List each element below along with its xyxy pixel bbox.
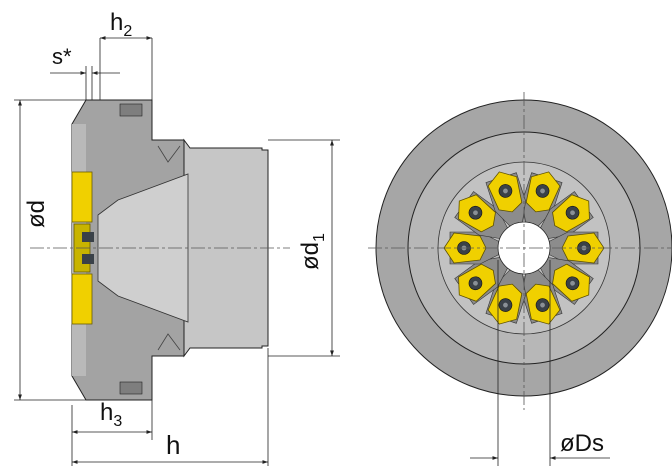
key-slot-top	[119, 103, 143, 117]
side-view	[30, 99, 290, 401]
neck-detail-bottom	[157, 333, 181, 351]
screw-head-icon	[570, 210, 575, 216]
clamp-screw-icon	[82, 254, 94, 264]
label-h2: h2	[110, 9, 132, 40]
label-Ds: øDs	[560, 430, 604, 457]
label-h3: h3	[100, 399, 122, 430]
screw-head-icon	[570, 280, 575, 286]
insert-icon	[71, 273, 93, 325]
insert-assembly	[454, 191, 509, 240]
label-s-star: s*	[52, 44, 72, 69]
screw-head-icon	[473, 210, 478, 216]
insert-icon	[71, 171, 93, 223]
insert-assembly	[454, 256, 509, 305]
inner-taper	[97, 173, 189, 323]
insert-assembly	[539, 256, 594, 305]
screw-head-icon	[503, 302, 508, 308]
screw-head-icon	[540, 302, 545, 308]
label-d1: ød1	[297, 233, 328, 270]
screw-head-icon	[503, 188, 508, 194]
screw-head-icon	[540, 188, 545, 194]
clamp-screw-icon	[82, 232, 94, 242]
neck-detail-top	[157, 145, 181, 163]
side-inserts	[71, 171, 94, 325]
label-d: ød	[23, 200, 50, 228]
insert-assembly	[485, 268, 526, 325]
front-view	[368, 92, 672, 410]
front-dimensions	[470, 260, 610, 466]
insert-assembly	[522, 268, 563, 325]
key-slot-bottom	[119, 381, 143, 395]
insert-assembly	[485, 171, 526, 228]
side-dimensions	[14, 36, 340, 466]
screw-head-icon	[473, 280, 478, 286]
label-h: h	[166, 430, 180, 460]
